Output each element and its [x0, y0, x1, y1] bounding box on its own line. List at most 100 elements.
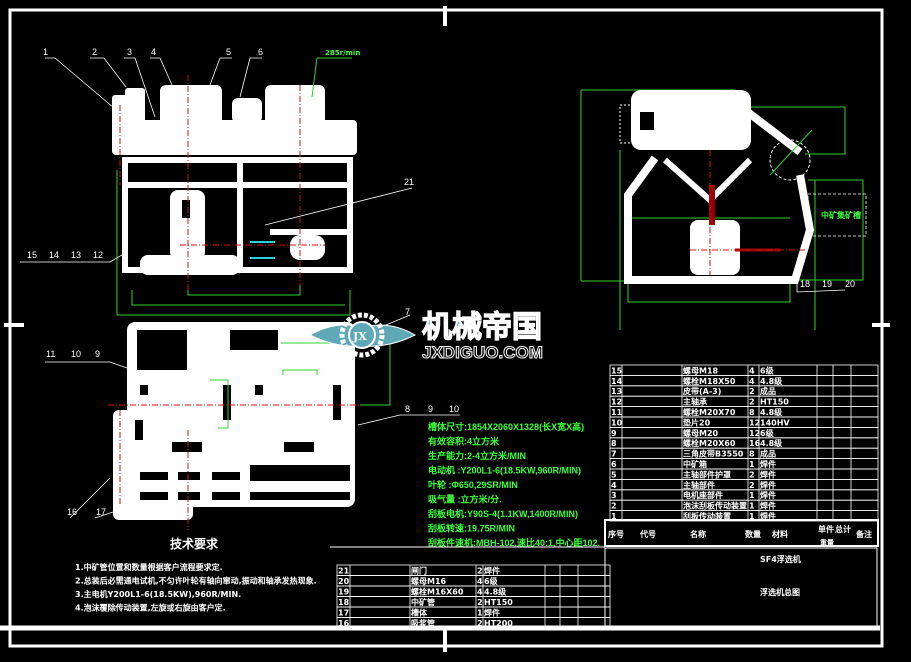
bom-name: 中矿箱: [683, 459, 707, 469]
bom-no: 8: [611, 439, 617, 448]
bom-qty: 4: [749, 377, 755, 386]
bom-material: 成品: [760, 449, 776, 459]
front-view: [112, 57, 357, 316]
bom-qty: 16: [749, 439, 761, 448]
bom-qty: 2: [477, 567, 483, 576]
drawing-title: SF4浮选机: [760, 554, 801, 564]
spec-line: 叶轮 :Φ650,29SR/MIN: [428, 479, 518, 490]
spec-line: 吸气量 :立方米/分.: [428, 494, 502, 505]
bom-no: 2: [611, 502, 617, 511]
spec-line: 槽体尺寸:1854X2060X1328(长X宽X高): [428, 421, 584, 432]
bom-no: 7: [611, 450, 617, 459]
bom-material: 4.8级: [760, 438, 783, 448]
tech-title: 技术要求: [170, 536, 219, 551]
bom-header-cell: 材料: [772, 529, 788, 539]
bom-material: 4.8级: [760, 407, 783, 417]
bom-row: 3 电机座部件 1 焊件: [609, 489, 879, 501]
tech-requirement-item: 4.泡沫覆除传动装置,左旋或右旋由客户定.: [75, 603, 226, 613]
spec-line: 刮板转速:19.75R/MIN: [428, 523, 515, 534]
bom-qty: 12: [749, 418, 760, 427]
specifications: 槽体尺寸:1854X2060X1328(长X宽X高) 有效容积:4立方米生产能力:…: [428, 421, 600, 548]
bom-name: 闸门: [411, 566, 427, 576]
callout: 18: [800, 279, 810, 289]
bom-no: 11: [611, 408, 623, 417]
bom-header-cell: 备注: [855, 529, 872, 539]
callout: 12: [93, 250, 103, 260]
callout: 15: [27, 250, 37, 260]
technical-requirements: 技术要求 1.中矿管位置和数量根据客户流程要求定.2.总装后必需通电试机,不匀许…: [75, 536, 317, 613]
bom-name: 螺栓M16X60: [411, 587, 464, 597]
callout: 11: [46, 349, 55, 359]
tank-label: 中矿集矿槽: [821, 210, 861, 220]
bom-name: 槽体: [411, 608, 428, 618]
logo-url: JXDIGUO.COM: [422, 343, 543, 362]
bom-name: 主轴承: [683, 397, 707, 407]
spec-line: 刮板电机:Y90S-4(1.1KW,1400R/MIN): [428, 508, 578, 519]
bom-header-cell: 总计: [835, 524, 851, 534]
spec-line: 生产能力:2-4立方米/MIN: [428, 450, 526, 461]
side-view: 中矿集矿槽 18 19 20: [580, 89, 867, 330]
bom-name: 皮带(A-3): [682, 386, 721, 396]
callout: 10: [71, 349, 81, 359]
bom-material: 4.8级: [760, 376, 783, 386]
bom-material: HT150: [760, 398, 789, 407]
bom-name: 中矿管: [411, 597, 435, 607]
callout: 9: [95, 349, 100, 359]
bom-material: 焊件: [760, 480, 776, 490]
bom-no: 15: [611, 366, 623, 375]
bom-qty: 1: [749, 491, 755, 500]
bom-material: 焊件: [760, 469, 776, 479]
bom-qty: 2: [749, 387, 755, 396]
spec-line: 电动机 :Y200L1-6(18.5KW,960R/MIN): [428, 465, 581, 476]
bom-no: 18: [338, 598, 350, 607]
bom-qty: 1: [477, 609, 483, 618]
bom-header-cell: 单件: [818, 524, 834, 534]
callout: 20: [845, 279, 855, 289]
bom-material: 4.8级: [484, 587, 507, 597]
callout: 1: [43, 47, 48, 57]
bom-qty: 2: [749, 481, 755, 490]
bom-qty: 1: [749, 512, 755, 521]
spec-line: 有效容积:4立方米: [428, 436, 500, 447]
bom-material: 焊件: [760, 511, 776, 521]
bom-no: 10: [611, 418, 623, 427]
bom-no: 16: [338, 619, 350, 628]
logo-emblem-text: JX: [352, 330, 367, 343]
plan-view: [108, 322, 391, 530]
bom-qty: 2: [749, 398, 755, 407]
bom-no: 9: [611, 429, 617, 438]
callout: 2: [92, 47, 97, 57]
bom-header-cell: 数量: [745, 529, 761, 539]
bom-name: 电机座部件: [683, 490, 723, 500]
tech-requirement-item: 1.中矿管位置和数量根据客户流程要求定.: [75, 562, 223, 572]
bom-material: 焊件: [760, 490, 776, 500]
watermark-logo: JX 机械帝国 JXDIGUO.COM: [308, 309, 543, 363]
callout: 14: [49, 250, 59, 260]
bom-qty: 12: [749, 429, 760, 438]
callout: 21: [404, 177, 414, 187]
bom-no: 20: [338, 577, 350, 586]
bom-no: 3: [611, 491, 617, 500]
bom-material: 6级: [760, 428, 775, 438]
bom-name: 螺母M16: [411, 576, 447, 586]
bom-no: 5: [611, 470, 617, 479]
leader-lines: [20, 57, 413, 263]
bom-name: 垫片20: [683, 417, 711, 427]
bom-qty: 1: [749, 460, 755, 469]
bom-name: 螺栓M20X70: [683, 407, 736, 417]
bom-qty: 2: [477, 598, 483, 607]
logo-text: 机械帝国: [422, 310, 542, 345]
bom-name: 泡沫刮板传动装置: [683, 501, 747, 511]
bom-no: 19: [338, 588, 350, 597]
bom-qty: 2: [749, 470, 755, 479]
bom-material: 6级: [484, 576, 499, 586]
